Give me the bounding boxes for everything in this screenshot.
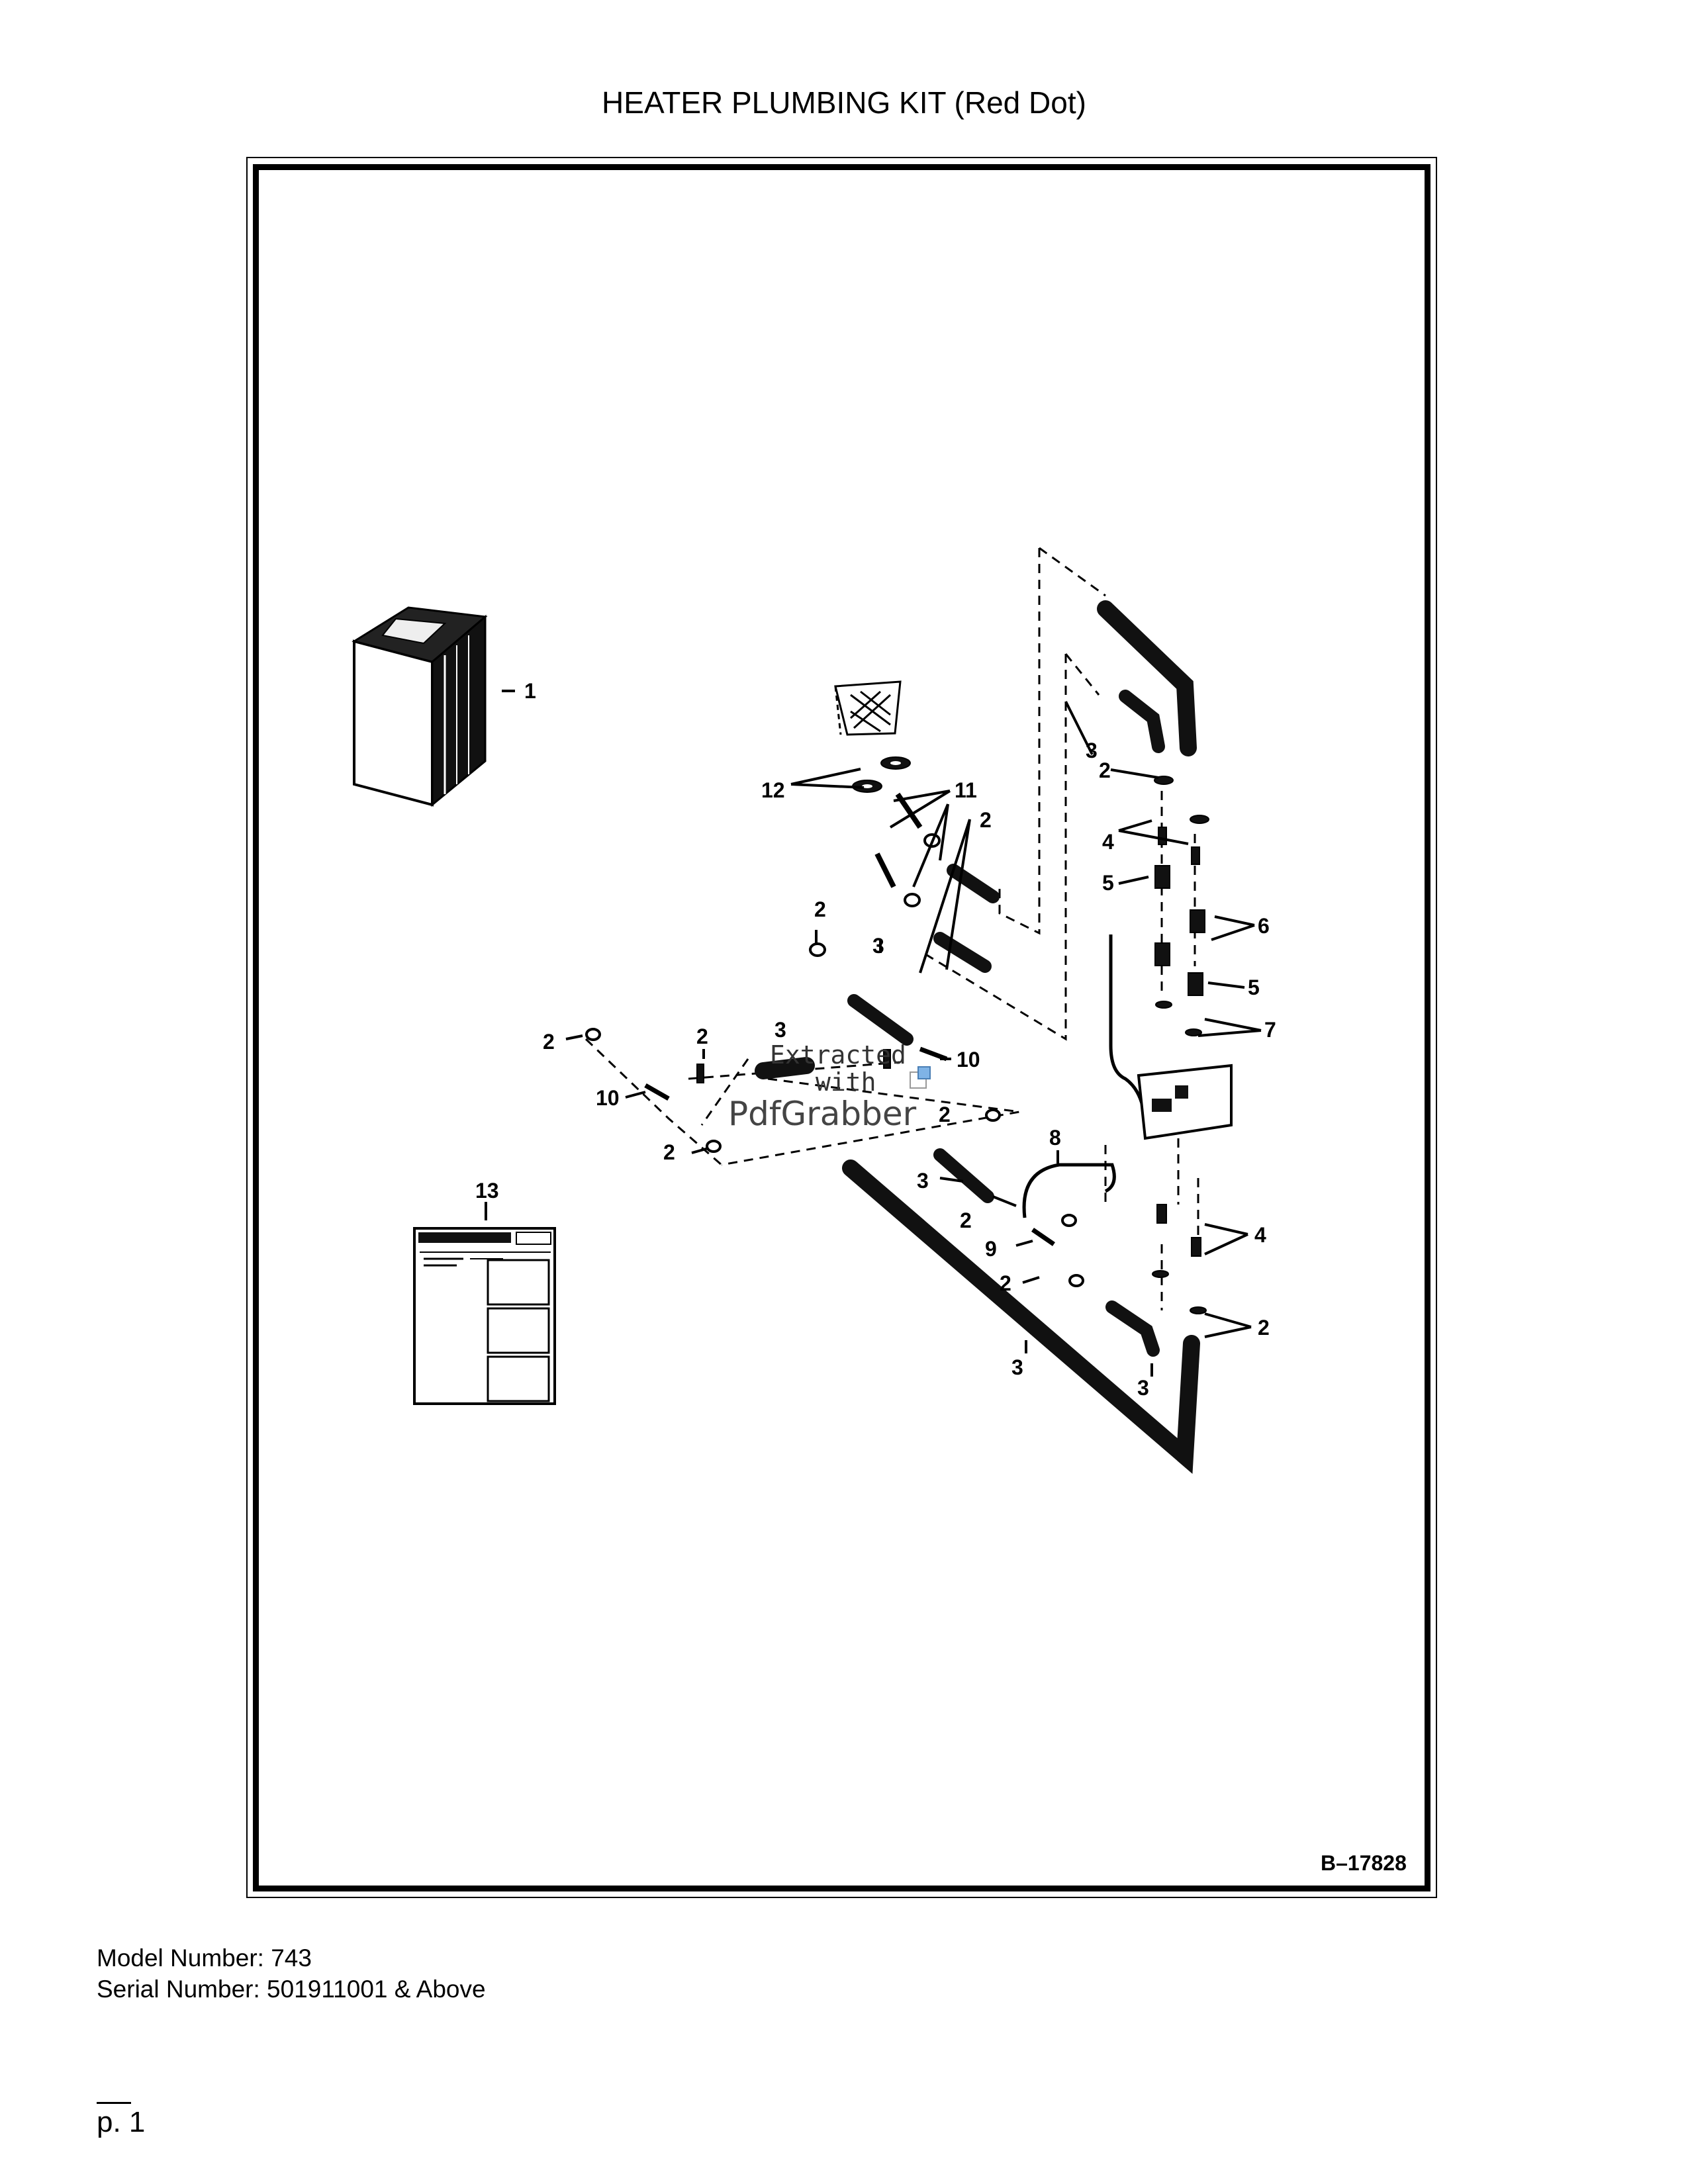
model-number: Model Number: 743 <box>97 1944 312 1972</box>
callout-leaders <box>565 701 1262 1377</box>
callout-3: 3 <box>917 1169 929 1193</box>
page-title: HEATER PLUMBING KIT (Red Dot) <box>602 85 1086 120</box>
callout-7: 7 <box>1264 1018 1276 1042</box>
page-rule <box>97 2102 131 2104</box>
fittings-icon <box>1152 776 1209 1314</box>
callout-9: 9 <box>985 1237 997 1261</box>
callout-3: 3 <box>774 1018 786 1042</box>
callout-3: 3 <box>1137 1376 1149 1400</box>
callout-13: 13 <box>475 1179 499 1203</box>
elbow-fitting-icons <box>644 1046 1055 1246</box>
callout-2: 2 <box>939 1103 951 1126</box>
callout-8: 8 <box>1049 1126 1061 1150</box>
page-number: p. 1 <box>97 2106 146 2138</box>
valve-plate-icon <box>1137 1064 1233 1140</box>
pdfgrabber-watermark: Extracted with PdfGrabber <box>728 1040 931 1133</box>
serial-number: Serial Number: 501911001 & Above <box>97 1976 486 2003</box>
callout-5: 5 <box>1102 871 1114 895</box>
callout-3: 3 <box>1086 739 1098 762</box>
callout-10: 10 <box>957 1048 980 1071</box>
callout-3: 3 <box>872 934 884 958</box>
watermark-line-3: PdfGrabber <box>728 1095 917 1133</box>
callout-2: 2 <box>1099 758 1111 782</box>
callout-11: 11 <box>955 778 977 802</box>
callout-2: 2 <box>696 1024 708 1048</box>
callout-4: 4 <box>1102 830 1114 854</box>
hose-icon <box>755 600 1200 1475</box>
heater-core-icon <box>834 680 902 736</box>
callout-12: 12 <box>761 778 785 802</box>
watermark-line-1: Extracted <box>770 1040 906 1069</box>
figure-id: B–17828 <box>1321 1851 1407 1875</box>
callout-labels: 1 13 12 11 2 2 3 3 2 4 5 6 5 7 2 2 3 10 … <box>475 679 1407 1875</box>
callout-10: 10 <box>596 1086 620 1110</box>
callout-2: 2 <box>1258 1316 1270 1340</box>
cable-icon <box>1022 934 1147 1218</box>
nipple-fitting-icons <box>874 792 923 888</box>
hose-clamp-icons <box>585 833 1084 1287</box>
callout-2: 2 <box>663 1140 675 1164</box>
heater-core-box-icon <box>352 606 488 807</box>
callout-2: 2 <box>960 1208 972 1232</box>
callout-2: 2 <box>543 1030 555 1054</box>
instructions-sheet-icon <box>413 1227 556 1405</box>
callout-2: 2 <box>980 808 992 832</box>
callout-3: 3 <box>1011 1355 1023 1379</box>
callout-5: 5 <box>1248 976 1260 999</box>
callout-4: 4 <box>1254 1223 1266 1247</box>
washer-icons <box>852 756 911 793</box>
callout-6: 6 <box>1258 914 1270 938</box>
watermark-line-2: with <box>816 1068 876 1097</box>
callout-2: 2 <box>1000 1271 1011 1295</box>
diagram-frame <box>253 164 1430 1891</box>
callout-1: 1 <box>524 679 536 703</box>
callout-2: 2 <box>814 897 826 921</box>
diagram-frame-outer <box>246 157 1437 1898</box>
